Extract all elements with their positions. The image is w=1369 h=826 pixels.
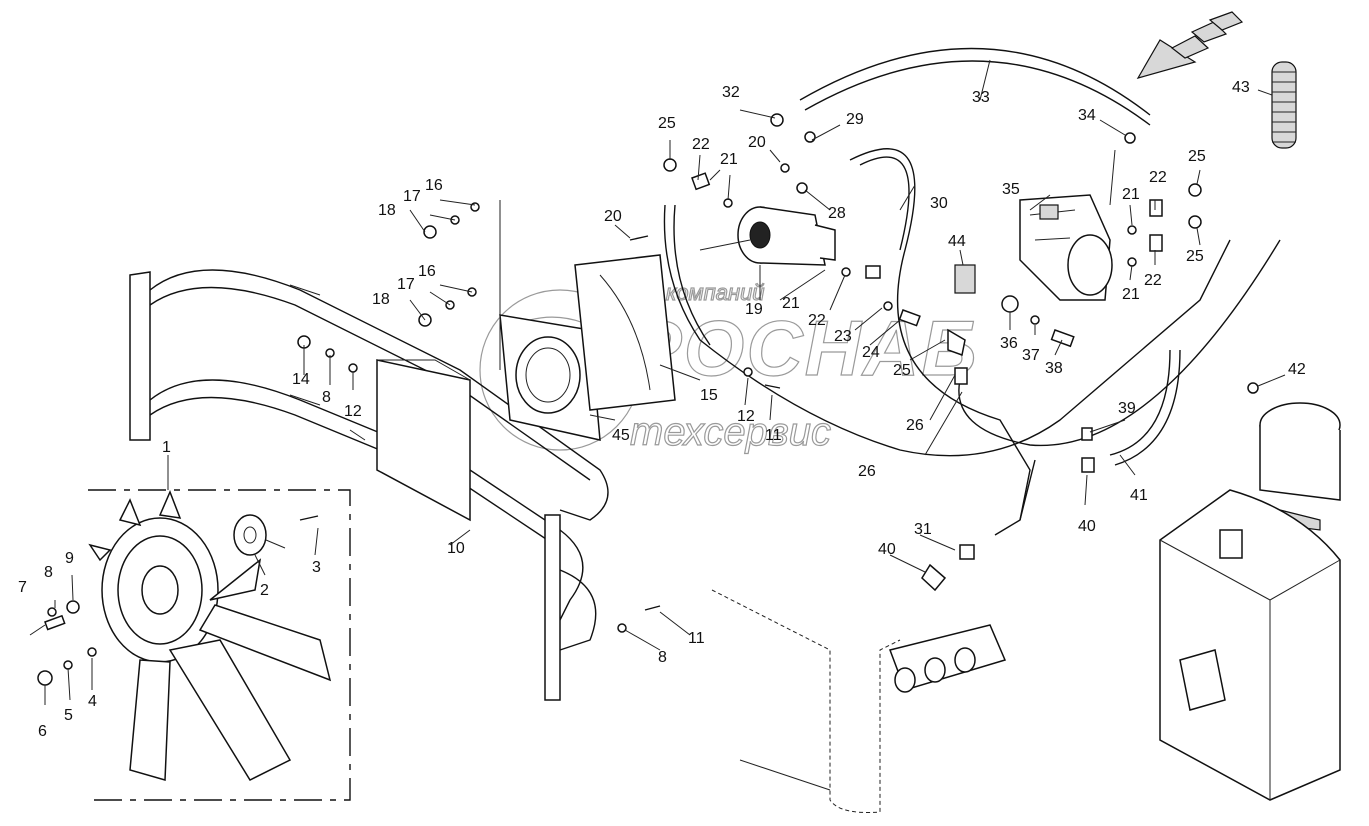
callout-21: 21 — [720, 151, 738, 168]
watermark-line3: техсервис — [630, 410, 831, 454]
callout-20: 20 — [748, 134, 766, 151]
callout-25: 25 — [658, 115, 676, 132]
callout-25: 25 — [1188, 148, 1206, 165]
callout-22: 22 — [808, 312, 826, 329]
fittings — [297, 113, 1259, 633]
callout-21: 21 — [1122, 286, 1140, 303]
callout-40: 40 — [878, 541, 896, 558]
hydraulic-pump — [1019, 194, 1113, 301]
callout-26: 26 — [906, 417, 924, 434]
callout-22: 22 — [1144, 272, 1162, 289]
callout-11: 11 — [688, 630, 705, 647]
callout-35: 35 — [1002, 181, 1020, 198]
manifold-block — [889, 624, 1007, 693]
callout-18: 18 — [372, 291, 390, 308]
callout-32: 32 — [722, 84, 740, 101]
callout-12: 12 — [344, 403, 362, 420]
callout-labels: 1 2 3 4 5 6 7 8 9 8 8 10 11 11 12 12 14 … — [18, 79, 1306, 740]
callout-37: 37 — [1022, 347, 1040, 364]
callout-1: 1 — [162, 439, 171, 456]
hydraulic-motor — [737, 206, 836, 266]
callout-44: 44 — [948, 233, 966, 250]
callout-2: 2 — [260, 582, 269, 599]
valve-block — [1259, 402, 1341, 531]
callout-28: 28 — [828, 205, 846, 222]
callout-14: 14 — [292, 371, 310, 388]
callout-26: 26 — [858, 463, 876, 480]
callout-5: 5 — [64, 707, 73, 724]
hoses — [663, 47, 1281, 536]
callout-25: 25 — [893, 362, 911, 379]
callout-31: 31 — [914, 521, 932, 538]
hose-sleeve — [1271, 61, 1297, 149]
callout-20: 20 — [604, 208, 622, 225]
callout-23: 23 — [834, 328, 852, 345]
radiator-frame — [129, 269, 609, 701]
callout-42: 42 — [1288, 361, 1306, 378]
callout-11: 11 — [765, 427, 782, 444]
callout-6: 6 — [38, 723, 47, 740]
callout-41: 41 — [1130, 487, 1148, 504]
callout-33: 33 — [972, 89, 990, 106]
callout-8: 8 — [44, 564, 53, 581]
callout-15: 15 — [700, 387, 718, 404]
callout-45: 45 — [612, 427, 630, 444]
callout-9: 9 — [65, 550, 74, 567]
callout-21: 21 — [782, 295, 800, 312]
adapter-plate — [499, 254, 676, 441]
callout-19: 19 — [745, 301, 763, 318]
callout-10: 10 — [447, 540, 465, 557]
direction-arrow-icon — [1136, 11, 1244, 79]
hydraulic-tank — [1159, 489, 1341, 801]
callout-22: 22 — [1149, 169, 1167, 186]
callout-17: 17 — [403, 188, 421, 205]
callout-34: 34 — [1078, 107, 1096, 124]
callout-12: 12 — [737, 408, 755, 425]
callout-4: 4 — [88, 693, 97, 710]
callout-40: 40 — [1078, 518, 1096, 535]
callout-16: 16 — [418, 263, 436, 280]
callout-30: 30 — [930, 195, 948, 212]
callout-17: 17 — [397, 276, 415, 293]
callout-39: 39 — [1118, 400, 1136, 417]
callout-21: 21 — [1122, 186, 1140, 203]
callout-8: 8 — [322, 389, 331, 406]
callout-38: 38 — [1045, 360, 1063, 377]
callout-24: 24 — [862, 344, 880, 361]
engine-outline — [711, 589, 1007, 813]
callout-16: 16 — [425, 177, 443, 194]
callout-8: 8 — [658, 649, 667, 666]
callout-36: 36 — [1000, 335, 1018, 352]
callout-3: 3 — [312, 559, 321, 576]
callout-29: 29 — [846, 111, 864, 128]
callout-25: 25 — [1186, 248, 1204, 265]
callout-18: 18 — [378, 202, 396, 219]
leader-lines — [29, 59, 1286, 705]
callout-7: 7 — [18, 579, 27, 596]
fan-hub — [233, 514, 286, 556]
fan-assembly — [37, 489, 351, 801]
callout-43: 43 — [1232, 79, 1250, 96]
callout-22: 22 — [692, 136, 710, 153]
